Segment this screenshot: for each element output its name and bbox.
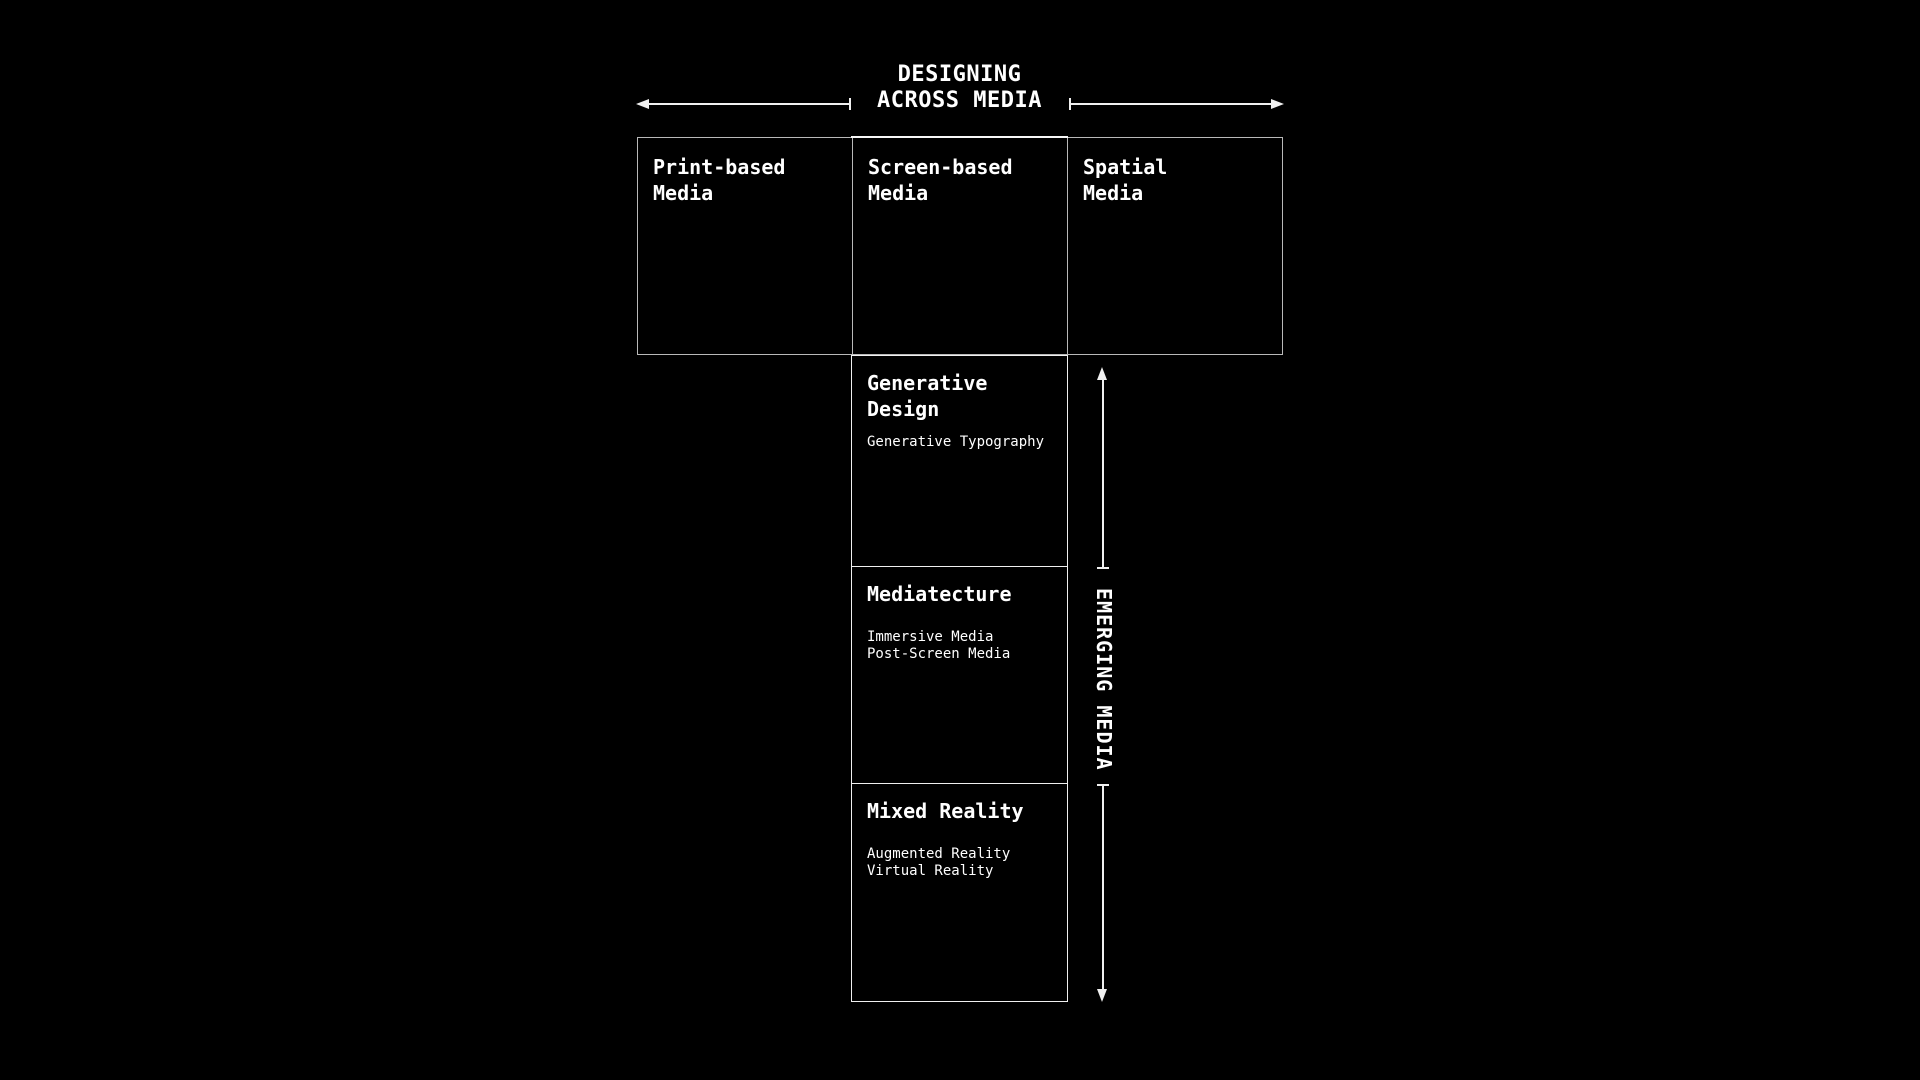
box-label: Mixed Reality: [867, 798, 1052, 824]
box-label: Generative Design: [867, 370, 1052, 422]
diagram-title: DESIGNING ACROSS MEDIA: [851, 62, 1068, 114]
diagram-title-line-2: ACROSS MEDIA: [877, 88, 1042, 113]
screen-media-highlight-border: [851, 135, 1068, 138]
emerging-media-axis-label: EMERGING MEDIA: [1092, 588, 1116, 771]
box-mediatecture: Mediatecture Immersive Media Post-Screen…: [852, 567, 1067, 784]
box-label: Print-based Media: [653, 154, 837, 206]
box-generative-design: Generative Design Generative Typography: [852, 356, 1067, 567]
box-label-line: Design: [867, 397, 940, 421]
arrow-right-icon: [1271, 99, 1284, 109]
box-sub-items: Immersive Media Post-Screen Media: [867, 629, 1052, 663]
box-sub-items: Augmented Reality Virtual Reality: [867, 846, 1052, 880]
sub-item: Augmented Reality: [867, 846, 1011, 862]
box-label: Mediatecture: [867, 581, 1052, 607]
title-span-arrow-left: [636, 96, 851, 112]
arrow-line: [647, 103, 849, 105]
box-label-line: Print-based: [653, 155, 786, 179]
arrow-line: [1102, 378, 1104, 567]
sub-item: Virtual Reality: [867, 863, 994, 879]
box-label-line: Mediatecture: [867, 582, 1012, 606]
box-spatial-media: Spatial Media: [1068, 138, 1282, 354]
box-label-line: Media: [1083, 181, 1144, 205]
box-label: Spatial Media: [1083, 154, 1267, 206]
emerging-axis-arrow-up: [1095, 367, 1111, 569]
box-label-line: Mixed Reality: [867, 799, 1024, 823]
end-tick-icon: [1069, 98, 1071, 110]
box-mixed-reality: Mixed Reality Augmented Reality Virtual …: [852, 784, 1067, 1001]
diagram-title-line-1: DESIGNING: [897, 62, 1022, 87]
end-tick-icon: [1097, 567, 1109, 569]
box-label-line: Media: [868, 181, 929, 205]
box-label: Screen-based Media: [868, 154, 1052, 206]
emerging-axis-arrow-down: [1095, 784, 1111, 1002]
box-label-line: Spatial: [1083, 155, 1168, 179]
box-label-line: Media: [653, 181, 714, 205]
box-sub-items: Generative Typography: [867, 434, 1052, 451]
sub-item: Immersive Media: [867, 629, 994, 645]
media-row: Print-based Media Screen-based Media Spa…: [637, 137, 1283, 355]
box-label-line: Screen-based: [868, 155, 1013, 179]
box-screen-based-media: Screen-based Media: [852, 138, 1068, 354]
arrow-down-icon: [1097, 989, 1107, 1002]
box-label-line: Generative: [867, 371, 988, 395]
title-span-arrow-right: [1069, 96, 1284, 112]
arrow-up-icon: [1097, 367, 1107, 380]
arrow-line: [1102, 786, 1104, 991]
arrow-line: [1071, 103, 1273, 105]
sub-item: Generative Typography: [867, 434, 1045, 450]
emerging-media-column: Generative Design Generative Typography …: [851, 355, 1068, 1002]
arrow-left-icon: [636, 99, 649, 109]
box-print-based-media: Print-based Media: [638, 138, 852, 354]
end-tick-icon: [1097, 784, 1109, 786]
end-tick-icon: [849, 98, 851, 110]
sub-item: Post-Screen Media: [867, 646, 1011, 662]
